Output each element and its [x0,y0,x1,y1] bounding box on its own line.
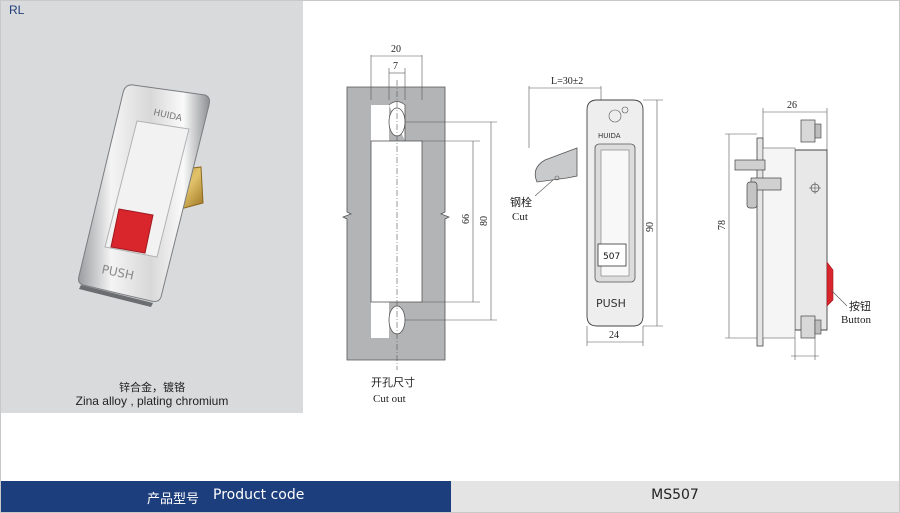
side-label-en: Button [841,314,871,326]
product-code-value: MS507 [651,487,699,503]
red-push-button [110,208,154,254]
cutout-drawing: 20 7 66 80 开孔尺寸 Cut out [342,44,497,405]
front-bolt [534,147,578,183]
front-dim-height: 90 [645,222,656,232]
cutout-caption-en: Cut out [373,393,406,405]
technical-drawings: 20 7 66 80 开孔尺寸 Cut out 507 PUSH HUIDA [342,44,871,405]
side-dim-height: 78 [717,220,728,230]
front-view-drawing: 507 PUSH HUIDA L=30±2 90 24 钢栓 Cut [510,76,663,346]
front-label-en: Cut [512,211,528,223]
latch-base [79,285,153,307]
front-dim-width: 24 [609,330,619,341]
front-label-cn: 钢栓 [510,195,532,209]
front-push-text: PUSH [596,297,626,310]
product-code-header: 产品型号 Product code [1,481,451,512]
cutout-dim-80: 80 [479,216,490,226]
side-red-button [826,261,834,307]
product-photo: HUIDA PUSH [78,84,210,307]
side-body [794,149,828,331]
front-dim-length: L=30±2 [551,76,583,87]
front-model-tag [597,243,627,267]
product-code-label-cn: 产品型号 [147,492,200,507]
cutout-dim-outer: 20 [391,44,401,55]
product-code-value-cell: MS507 [451,481,899,512]
cutout-dim-66: 66 [461,214,472,224]
photo-push-text: PUSH [100,262,135,282]
material-cn: 锌合金，镀铬 [119,381,185,394]
side-dim-top: 26 [787,100,797,111]
front-brand-text: HUIDA [598,132,621,140]
cutout-caption-cn: 开孔尺寸 [371,375,415,389]
side-label-cn: 按钮 [849,299,871,313]
side-view-drawing: 26 78 按钮 Button [717,100,871,360]
front-model-tag-text: 507 [603,252,620,262]
product-code-label-en: Product code [213,487,305,503]
series-label: RL [9,3,25,17]
cutout-dim-inner: 7 [393,61,398,72]
material-en: Zina alloy , plating chromium [75,394,229,408]
product-photo-panel: RL HUIDA PUSH 锌合金 [1,1,303,413]
